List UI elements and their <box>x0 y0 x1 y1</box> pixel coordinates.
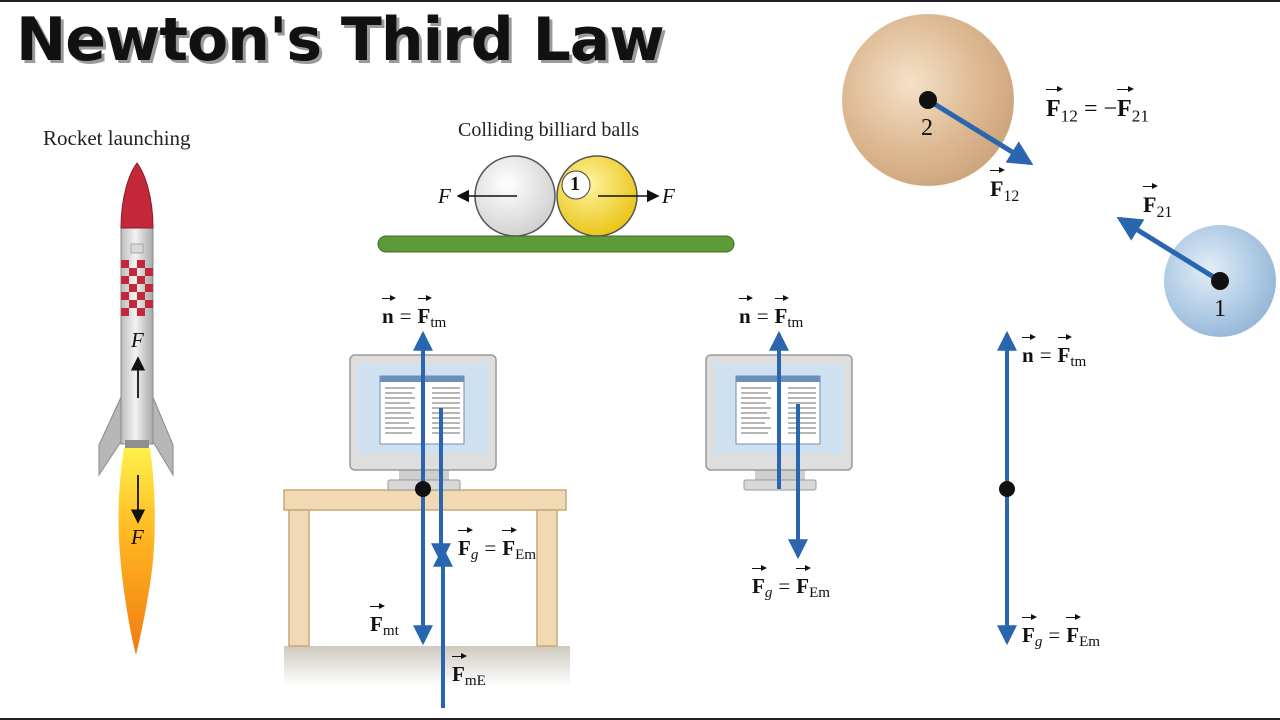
rocket-flame <box>118 448 155 655</box>
particle-gravity-force-label: Fg=FEm <box>1022 613 1100 650</box>
particle-free-body <box>997 330 1017 646</box>
monitor-on-table-force-label: Fmt <box>370 602 399 639</box>
rocket-nose <box>120 162 154 229</box>
force-12-arrow <box>926 97 1034 166</box>
sphere-2-center <box>919 91 937 109</box>
third-law-equation: F12=−F21 <box>1046 84 1149 125</box>
desk-gravity-force-label: Fg=FEm <box>458 526 536 563</box>
monitor-normal-force-label: n=Ftm <box>739 294 803 331</box>
desk-monitor-center <box>415 481 431 497</box>
billiard-force-right-label: F <box>662 184 675 208</box>
billiard-caption: Colliding billiard balls <box>458 119 640 141</box>
rocket-fin-right <box>151 394 174 477</box>
rocket-fin-left <box>98 394 123 477</box>
rocket-caption: Rocket launching <box>43 126 191 150</box>
monitor-on-earth-force-label: FmE <box>452 652 486 689</box>
billiard-balls <box>377 155 735 253</box>
rocket-force-down-label: F <box>131 525 144 549</box>
billiard-ball-number: 1 <box>570 173 580 195</box>
desk-normal-force-label: n=Ftm <box>382 294 446 331</box>
floor <box>284 646 570 686</box>
particle-point <box>999 481 1015 497</box>
vec-F-12: F <box>1046 84 1063 121</box>
sphere-1-center <box>1211 272 1229 290</box>
rocket-checker-band <box>121 260 153 316</box>
rocket <box>98 162 174 655</box>
monitor-free-body <box>705 330 853 560</box>
slide-title: Newton's Third Law <box>16 5 665 75</box>
desk-leg-left <box>288 509 310 647</box>
desk-leg-right <box>536 509 558 647</box>
interacting-spheres <box>842 14 1276 337</box>
force-12-label: F12 <box>990 166 1019 205</box>
force-21-arrow <box>1116 216 1222 284</box>
billiard-table-rail <box>377 235 735 253</box>
billiard-force-left-label: F <box>438 184 451 208</box>
rocket-force-up-label: F <box>131 328 144 352</box>
particle-normal-force-label: n=Ftm <box>1022 333 1086 370</box>
sphere-2-label: 2 <box>921 115 933 141</box>
desk-scene <box>283 330 570 708</box>
force-21-label: F21 <box>1143 182 1172 221</box>
sphere-1-label: 1 <box>1214 296 1226 322</box>
monitor-gravity-force-label: Fg=FEm <box>752 564 830 601</box>
vec-F-21: F <box>1117 84 1134 121</box>
